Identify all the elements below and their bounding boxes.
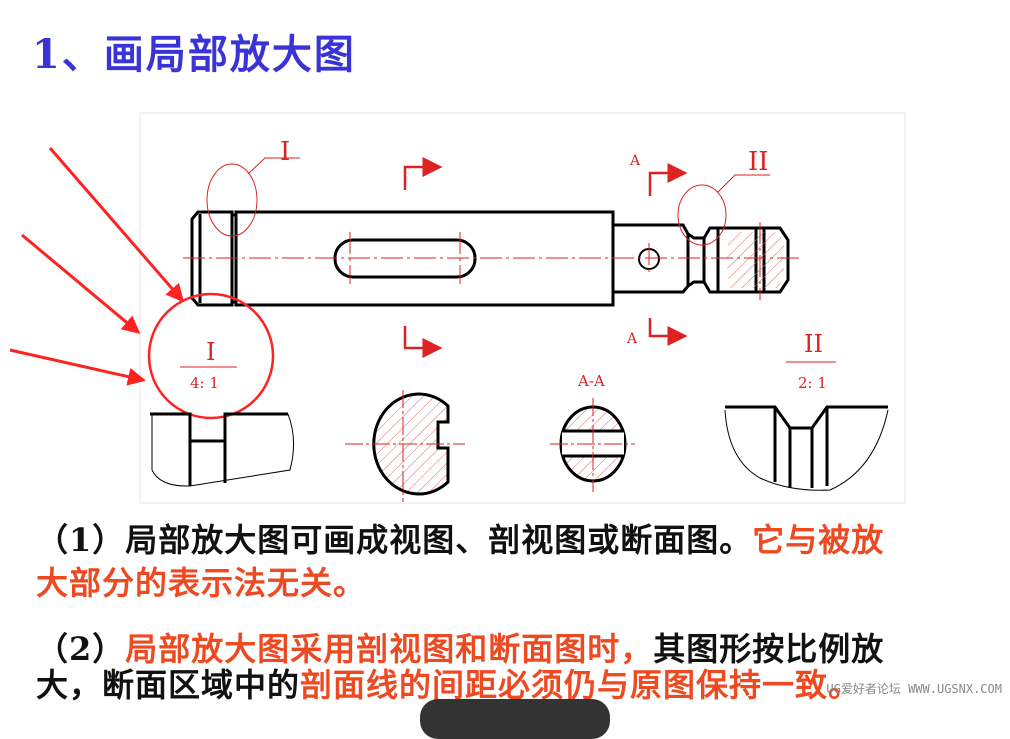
- paragraph-2-highlight-2: 剖面线的间距必须仍与原图保持一致。: [300, 666, 862, 704]
- paragraph-1-number: （1）: [36, 521, 126, 559]
- paragraph-2-highlight: 局部放大图采用剖视图和断面图时，: [125, 630, 654, 668]
- detail-i-label: I: [280, 137, 290, 167]
- overlay-pill: [420, 699, 610, 739]
- detail-i-view: [150, 412, 294, 487]
- section-a-top-label: A: [629, 153, 641, 169]
- detail-ii-view: [724, 405, 889, 491]
- section-a-bottom-label: A: [626, 331, 638, 347]
- shaft-drawing: I II A A I 4: 1 II 2: 1 A-A: [9, 112, 906, 504]
- paragraph-1-text: 局部放大图可画成视图、剖视图或断面图。: [125, 521, 753, 559]
- paragraph-1-line-2: 大部分的表示法无关。: [36, 564, 367, 602]
- paragraph-1-highlight: 它与被放: [752, 521, 885, 559]
- page-title: 1、画局部放大图: [32, 31, 356, 78]
- detail-ii-title: II: [804, 330, 823, 358]
- paragraph-1-line-1: （1）局部放大图可画成视图、剖视图或断面图。它与被放: [36, 515, 884, 561]
- paragraph-2-text: 其图形按比例放: [653, 630, 885, 668]
- detail-ii-scale: 2: 1: [798, 374, 827, 392]
- section-view-label: A-A: [577, 372, 605, 390]
- paragraph-2-number: （2）: [36, 630, 126, 668]
- section-view-a-a: [550, 398, 635, 492]
- paragraph-2-line-1: （2）局部放大图采用剖视图和断面图时，其图形按比例放: [36, 624, 884, 670]
- paragraph-2-text-2: 大，断面区域中的: [36, 666, 301, 704]
- drawing-frame: [139, 112, 906, 504]
- detail-i-title: I: [206, 338, 215, 366]
- detail-ii-label: II: [748, 147, 769, 177]
- section-view-1: [345, 390, 465, 502]
- paragraph-2-line-2: 大，断面区域中的剖面线的间距必须仍与原图保持一致。: [36, 660, 861, 706]
- watermark: UG爱好者论坛 WWW.UGSNX.COM: [826, 682, 1002, 696]
- detail-i-scale: 4: 1: [190, 374, 219, 392]
